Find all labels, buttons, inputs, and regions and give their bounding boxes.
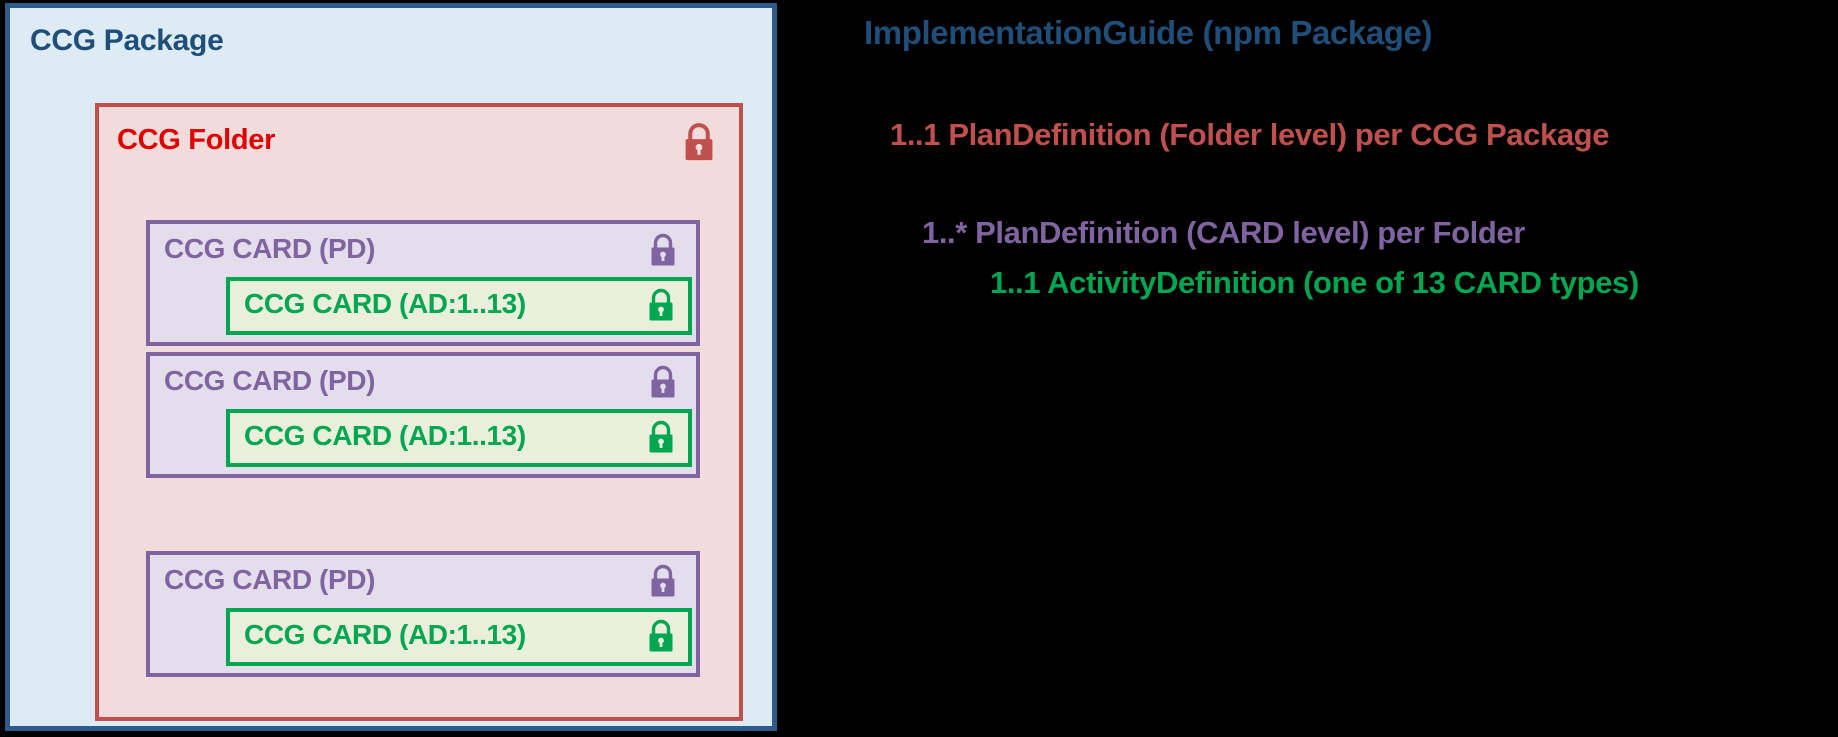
- lock-icon: [651, 365, 675, 398]
- ccg-card-ad-label: CCG CARD (AD:1..13): [244, 420, 526, 451]
- ccg-card-pd-label: CCG CARD (PD): [164, 233, 376, 264]
- ccg-card-ad: CCG CARD (AD:1..13): [226, 608, 692, 666]
- legend-folder-line: 1..1 PlanDefinition (Folder level) per C…: [890, 117, 1610, 152]
- lock-icon: [651, 564, 675, 597]
- lock-icon: [649, 619, 673, 652]
- ccg-card-ad-label: CCG CARD (AD:1..13): [244, 619, 526, 650]
- ccg-card-ad: CCG CARD (AD:1..13): [226, 277, 692, 335]
- ccg-folder-box: CCG Folder CCG CARD (PD) CCG CARD (AD:1.…: [95, 103, 743, 721]
- ccg-card-pd-label: CCG CARD (PD): [164, 564, 376, 595]
- legend-card-line: 1..* PlanDefinition (CARD level) per Fol…: [922, 215, 1525, 250]
- lock-icon: [651, 233, 675, 266]
- ccg-card-pd: CCG CARD (PD) CCG CARD (AD:1..13): [146, 220, 700, 346]
- legend-panel: ImplementationGuide (npm Package) 1..1 P…: [860, 0, 1838, 737]
- ccg-card-pd: CCG CARD (PD) CCG CARD (AD:1..13): [146, 551, 700, 677]
- ccg-folder-title: CCG Folder: [117, 124, 276, 156]
- ccg-card-pd-label: CCG CARD (PD): [164, 365, 376, 396]
- ccg-card-ad-label: CCG CARD (AD:1..13): [244, 288, 526, 319]
- lock-icon: [685, 123, 713, 161]
- ccg-package-box: CCG Package CCG Folder CCG CARD (PD) CCG…: [5, 3, 777, 731]
- ccg-card-pd: CCG CARD (PD) CCG CARD (AD:1..13): [146, 352, 700, 478]
- ccg-package-title: CCG Package: [30, 24, 224, 57]
- lock-icon: [649, 288, 673, 321]
- ccg-card-ad: CCG CARD (AD:1..13): [226, 409, 692, 467]
- lock-icon: [649, 420, 673, 453]
- legend-title: ImplementationGuide (npm Package): [864, 14, 1433, 51]
- legend-activity-line: 1..1 ActivityDefinition (one of 13 CARD …: [990, 265, 1639, 300]
